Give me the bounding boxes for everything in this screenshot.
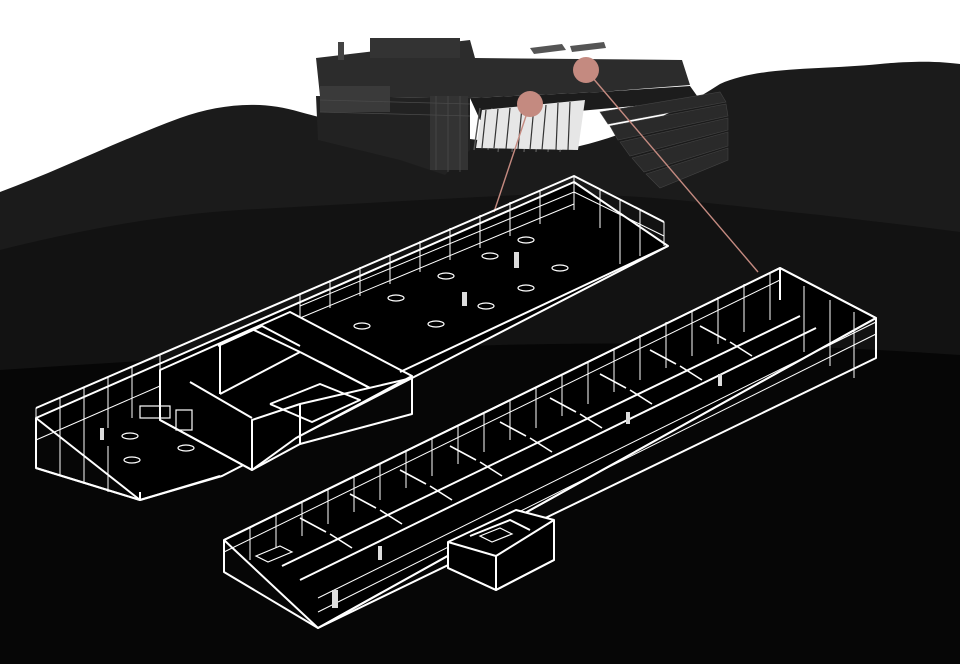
marker-lower-wing	[573, 57, 599, 83]
lower-wing-people	[332, 374, 722, 608]
lower-wing-floorplan	[223, 267, 877, 629]
hilltop-building	[316, 38, 729, 189]
lower-wing-furniture	[254, 527, 514, 563]
upper-wing-people	[100, 252, 519, 440]
upper-wing-floorplan	[35, 175, 669, 501]
upper-wing-furniture	[121, 236, 569, 464]
marker-leaders	[493, 69, 759, 273]
marker-upper-wing	[517, 91, 543, 117]
